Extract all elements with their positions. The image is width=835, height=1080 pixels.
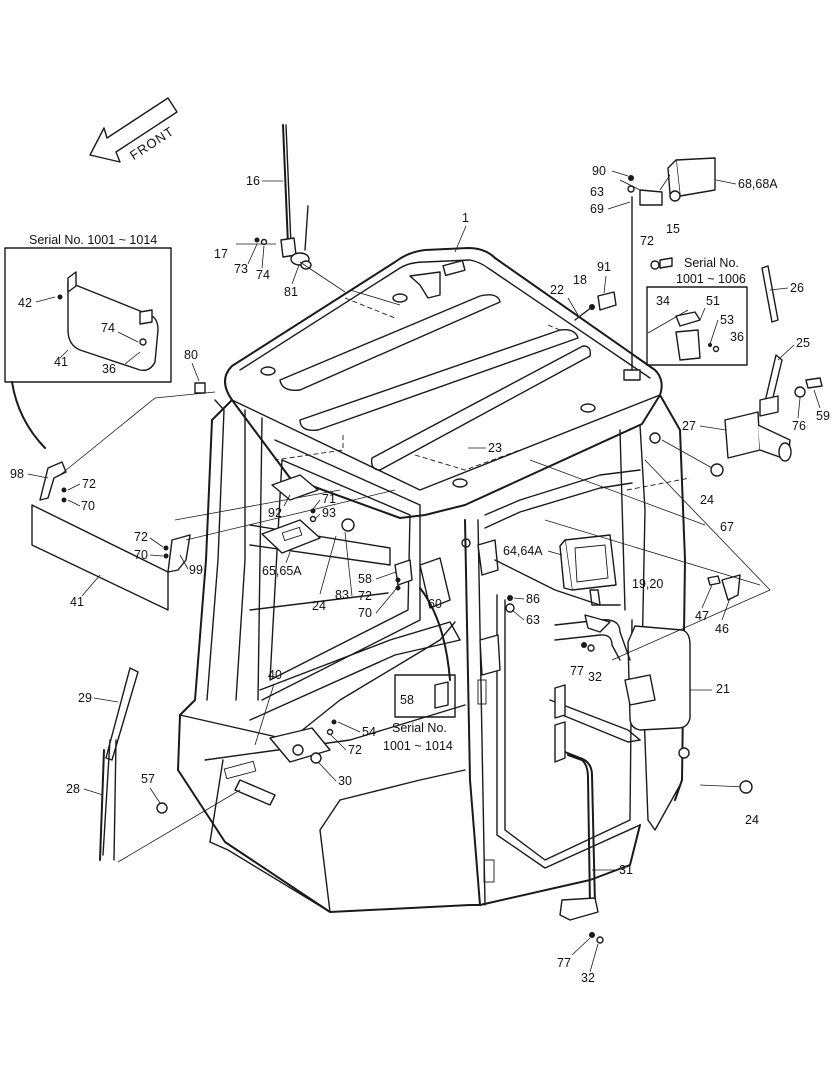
callout-18: 18: [573, 273, 587, 287]
serial-box-bracket: [394, 674, 456, 718]
antenna-assembly: [236, 124, 346, 293]
callout-27: 27: [682, 419, 696, 433]
callout-77a: 77: [570, 664, 584, 678]
callout-51: 51: [706, 294, 720, 308]
front-arrow: FRONT: [89, 97, 178, 163]
callout-36a: 36: [730, 330, 744, 344]
serial-note-c-line1: Serial No.: [392, 721, 447, 735]
callout-22: 22: [550, 283, 564, 297]
callout-32a: 32: [588, 670, 602, 684]
sun-visor-panel: [31, 391, 341, 611]
side-mirror: [479, 614, 691, 743]
grab-handle: [554, 721, 604, 944]
callout-17: 17: [214, 247, 228, 261]
callout-19-20: 19,20: [632, 577, 663, 591]
callout-21: 21: [716, 682, 730, 696]
sunvisor-arrow: [11, 381, 46, 449]
wiper-mount: [269, 719, 337, 764]
callout-34: 34: [656, 294, 670, 308]
callout-76: 76: [792, 419, 806, 433]
callout-80: 80: [184, 348, 198, 362]
callout-70c: 70: [358, 606, 372, 620]
serial-note-a: Serial No. 1001 ~ 1014: [29, 233, 157, 247]
callout-59: 59: [816, 409, 830, 423]
callout-72d: 72: [358, 589, 372, 603]
leader-lines: [185, 174, 771, 788]
callout-77b: 77: [557, 956, 571, 970]
callout-90: 90: [592, 164, 606, 178]
callout-72e: 72: [348, 743, 362, 757]
callout-41b: 41: [70, 595, 84, 609]
callout-41a: 41: [54, 355, 68, 369]
serial-note-c-line2: 1001 ~ 1014: [383, 739, 453, 753]
bracket-58: [394, 557, 451, 681]
front-wiper: [99, 667, 241, 863]
callout-74a: 74: [256, 268, 270, 282]
serial-note-b-line2: 1001 ~ 1006: [676, 272, 746, 286]
callout-65: 65,65A: [262, 564, 302, 578]
callout-42: 42: [18, 296, 32, 310]
callout-16: 16: [246, 174, 260, 188]
callout-40: 40: [268, 668, 282, 682]
callout-86: 86: [526, 592, 540, 606]
callout-63a: 63: [590, 185, 604, 199]
callout-69: 69: [590, 202, 604, 216]
wiper-motor: [661, 411, 792, 477]
roof-pads: [194, 257, 741, 601]
callout-labels: 1 15 16 17 18 19,20 21 22 23 24 24 24 25…: [10, 164, 830, 985]
callout-23: 23: [488, 441, 502, 455]
work-light-top: [627, 157, 716, 371]
callout-26: 26: [790, 281, 804, 295]
callout-91: 91: [597, 260, 611, 274]
callout-92: 92: [268, 506, 282, 520]
callout-98: 98: [10, 467, 24, 481]
callout-32b: 32: [581, 971, 595, 985]
serial-note-b-line1: Serial No.: [684, 256, 739, 270]
callout-64: 64,64A: [503, 544, 543, 558]
callout-24a: 24: [700, 493, 714, 507]
callout-70b: 70: [134, 548, 148, 562]
callout-47: 47: [695, 609, 709, 623]
callout-31: 31: [619, 863, 633, 877]
callout-58a: 58: [358, 572, 372, 586]
dome-lamp: [261, 474, 355, 597]
work-light-side: [477, 534, 621, 613]
callout-72b: 72: [82, 477, 96, 491]
callout-53: 53: [720, 313, 734, 327]
callout-24c: 24: [745, 813, 759, 827]
callout-30: 30: [338, 774, 352, 788]
callout-60: 60: [428, 597, 442, 611]
serial-notes: Serial No. 1001 ~ 1014 Serial No. 1001 ~…: [29, 233, 746, 753]
callout-1: 1: [462, 211, 469, 225]
callout-24b: 24: [312, 599, 326, 613]
callout-73: 73: [234, 262, 248, 276]
callout-63b: 63: [526, 613, 540, 627]
callout-74b: 74: [101, 321, 115, 335]
callout-25: 25: [796, 336, 810, 350]
serial-box-handle: [646, 286, 748, 366]
callout-57: 57: [141, 772, 155, 786]
callout-15: 15: [666, 222, 680, 236]
callout-58b: 58: [400, 693, 414, 707]
callout-70a: 70: [81, 499, 95, 513]
callout-72a: 72: [640, 234, 654, 248]
callout-93: 93: [322, 506, 336, 520]
callout-68: 68,68A: [738, 177, 778, 191]
cab-body: [177, 247, 691, 913]
callout-81: 81: [284, 285, 298, 299]
callout-29: 29: [78, 691, 92, 705]
callout-71: 71: [322, 492, 336, 506]
callout-36b: 36: [102, 362, 116, 376]
rear-wiper: [759, 265, 823, 417]
callout-67: 67: [720, 520, 734, 534]
callout-28: 28: [66, 782, 80, 796]
callout-83: 83: [335, 588, 349, 602]
callout-46: 46: [715, 622, 729, 636]
callout-72c: 72: [134, 530, 148, 544]
callout-99: 99: [189, 563, 203, 577]
callout-54: 54: [362, 725, 376, 739]
serial-box-sunvisor: [4, 247, 172, 383]
